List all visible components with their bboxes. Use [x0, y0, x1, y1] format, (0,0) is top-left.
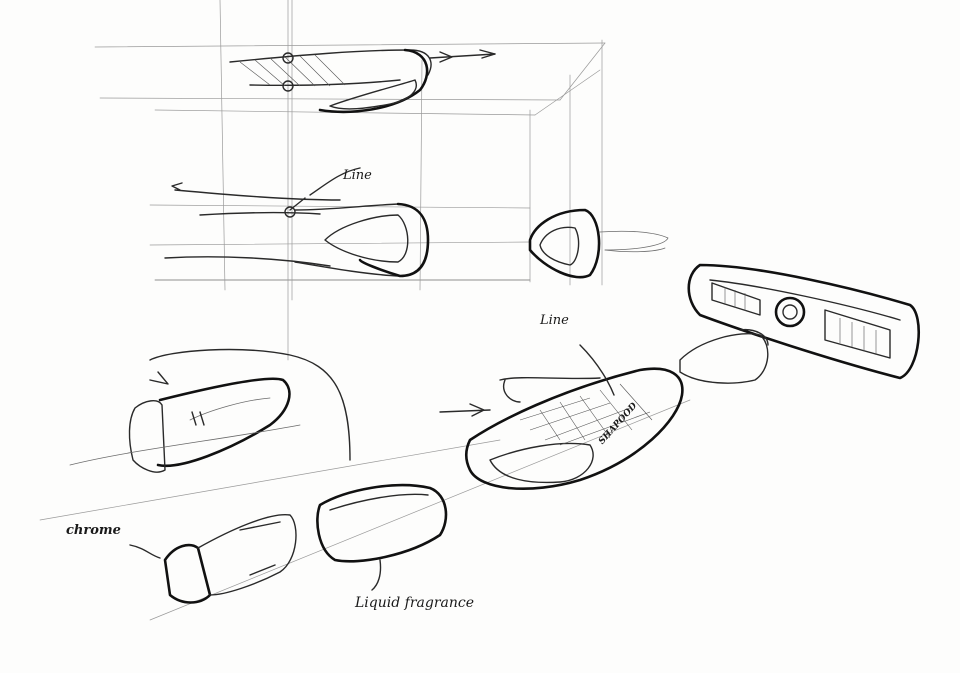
bottle-side-view	[69, 348, 351, 473]
grille-housing	[687, 263, 921, 380]
main-body-assembly	[439, 344, 684, 490]
annotation-line-mid: Line	[540, 313, 569, 328]
construction-guides	[39, 0, 691, 621]
annotation-chrome: chrome	[66, 523, 121, 538]
top-side-view	[229, 48, 496, 114]
end-view-cap	[528, 208, 669, 279]
annotation-line-top: Line	[343, 168, 372, 183]
annotation-liquid-fragrance: Liquid fragrance	[355, 595, 475, 611]
connector-cartridge	[679, 328, 769, 384]
fragrance-vial	[316, 483, 448, 591]
middle-plan-view	[164, 167, 430, 278]
chrome-sleeve	[129, 513, 297, 604]
